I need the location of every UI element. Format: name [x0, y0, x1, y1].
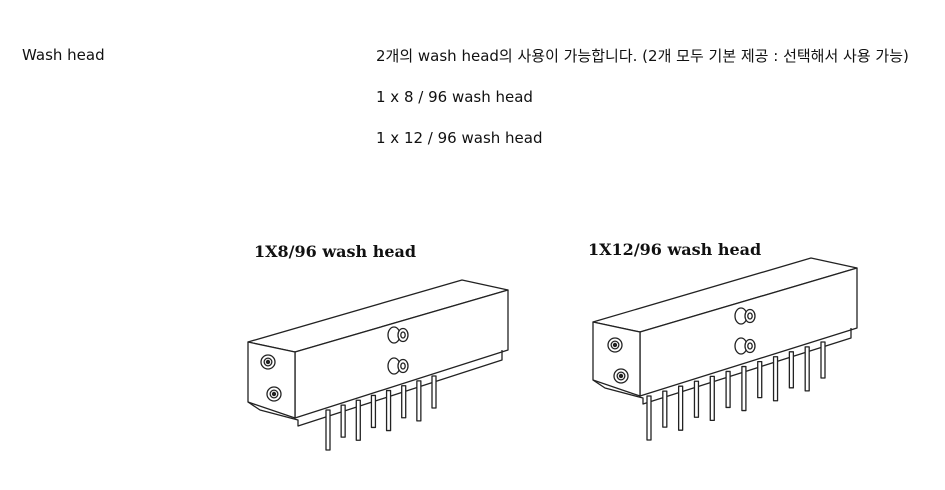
spec-description: 2개의 wash head의 사용이 가능합니다. (2개 모두 기본 제공 :…: [376, 46, 909, 169]
pin-9: [772, 356, 779, 402]
pin-4: [370, 394, 377, 429]
description-line-1x12: 1 x 12 / 96 wash head: [376, 129, 543, 147]
front-fitting-1-bore: [400, 331, 406, 339]
front-fitting-1-bore: [747, 312, 753, 320]
front-fitting-2-bore: [747, 342, 753, 350]
head-flange-lip: [592, 328, 852, 405]
figure-title-1x12: 1X12/96 wash head: [588, 240, 762, 259]
end-port-1-core: [265, 359, 271, 365]
pin-8: [431, 375, 437, 409]
spec-label: Wash head: [22, 46, 105, 64]
pin-7: [741, 365, 747, 412]
pin-5: [385, 389, 392, 432]
pin-11: [804, 346, 810, 392]
pin-10: [788, 351, 795, 389]
pin-3: [355, 399, 361, 441]
head-end-face: [247, 341, 296, 419]
pin-12: [820, 341, 826, 379]
pin-2: [662, 390, 668, 428]
pin-1: [646, 395, 652, 441]
pin-5: [709, 375, 715, 422]
pin-2: [340, 404, 346, 438]
end-port-1-core: [612, 342, 618, 348]
description-line-1x8: 1 x 8 / 96 wash head: [376, 88, 533, 106]
pin-3: [677, 385, 684, 431]
pin-6: [401, 385, 407, 419]
front-fitting-2-bore: [400, 362, 406, 370]
head-flange-lip: [247, 350, 503, 427]
end-port-2-core: [618, 373, 624, 379]
pin-1: [325, 409, 331, 451]
wash-head-1x12-illustration: [592, 257, 858, 441]
figure-title-1x8: 1X8/96 wash head: [254, 242, 417, 261]
end-port-2-core: [271, 391, 277, 397]
pin-6: [725, 370, 731, 409]
description-line-availability: 2개의 wash head의 사용이 가능합니다. (2개 모두 기본 제공 :…: [376, 47, 909, 65]
pin-8: [757, 360, 763, 399]
pin-7: [416, 380, 422, 422]
pin-4: [693, 380, 700, 418]
wash-head-1x8-illustration: [247, 279, 509, 451]
